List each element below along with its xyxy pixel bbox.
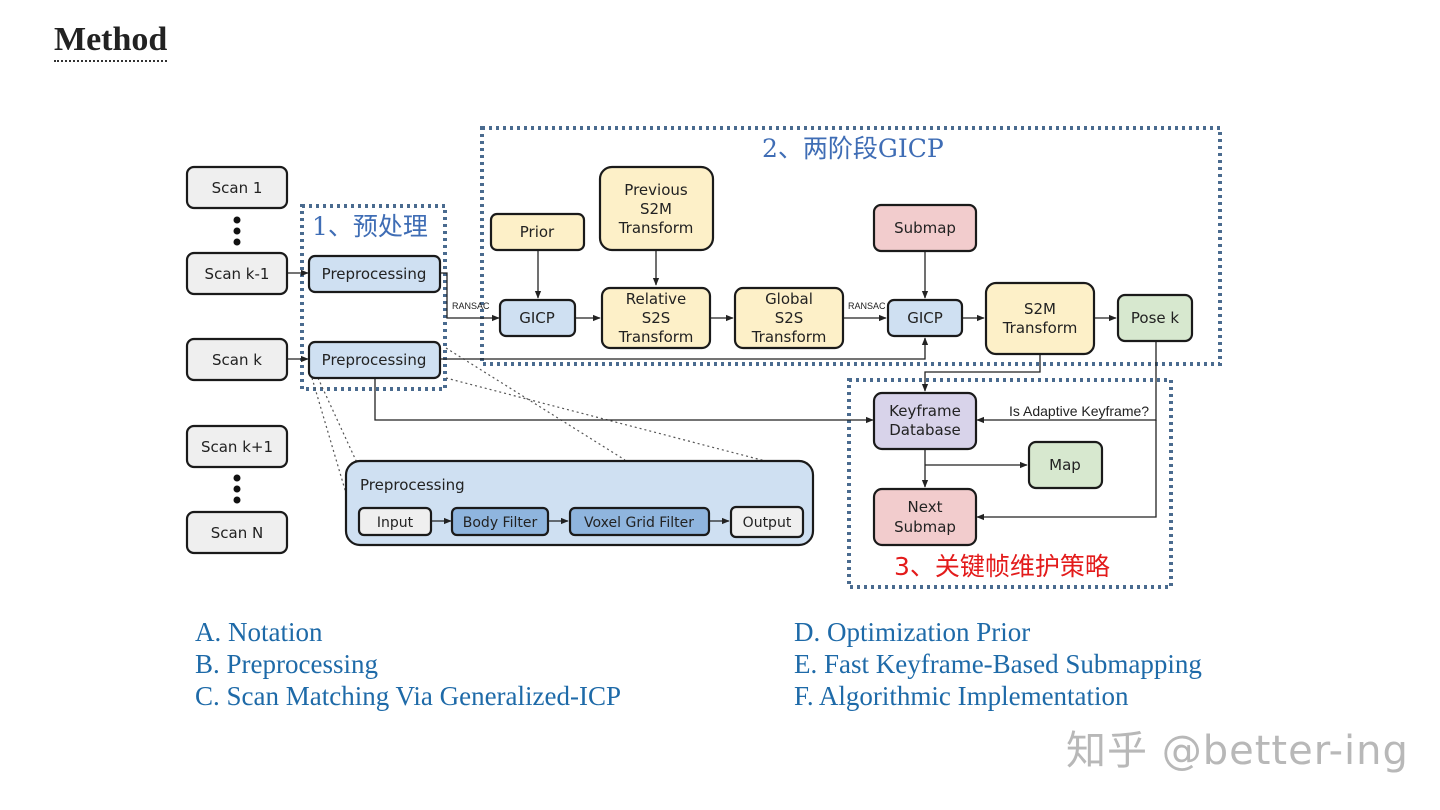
toc-right: D. Optimization Prior E. Fast Keyframe-B… [794,616,1202,712]
node-scan-k-plus-1: Scan k+1 [185,424,289,469]
svg-text:Transform: Transform [618,219,694,237]
svg-text:Database: Database [889,421,961,439]
edge-preprocessing-to-gicp-1 [441,272,500,322]
edge-preprocessing-2-to-gicp-2 [441,337,929,360]
svg-text:S2M: S2M [640,200,672,218]
toc-item-e[interactable]: E. Fast Keyframe-Based Submapping [794,649,1202,679]
svg-text:Scan 1: Scan 1 [212,179,263,197]
ellipsis-dots [233,216,241,246]
svg-text:Relative: Relative [626,290,687,308]
zoom-line [445,347,626,461]
svg-text:Preprocessing: Preprocessing [322,351,427,369]
step-input: Input [357,506,433,537]
svg-text:Transform: Transform [618,328,694,346]
svg-text:GICP: GICP [907,309,943,327]
ransac-label-1: RANSAC [452,301,490,311]
svg-text:Output: Output [743,515,792,531]
slide-title: Method [54,20,168,62]
svg-text:Prior: Prior [520,223,555,241]
node-relative-s2s-transform: Relative S2S Transform [600,286,712,350]
svg-text:Transform: Transform [751,328,827,346]
node-scan-1: Scan 1 [185,165,289,210]
region-label-keyframe-strategy: 3、关键帧维护策略 [894,552,1110,581]
toc-left: A. Notation B. Preprocessing C. Scan Mat… [195,616,621,712]
svg-text:Submap: Submap [894,219,956,237]
node-preprocessing-2: Preprocessing [307,340,442,380]
node-s2m-transform: S2M Transform [984,281,1096,356]
node-map: Map [1027,440,1104,490]
node-scan-k-1: Scan k-1 [185,251,289,296]
zoom-line [317,377,359,466]
zoom-line [311,377,349,501]
zoom-line [445,377,801,471]
svg-text:Transform: Transform [1002,319,1078,337]
edge-s2m-to-keyframe-db [921,355,1041,392]
svg-text:Scan k-1: Scan k-1 [205,265,270,283]
node-global-s2s-transform: Global S2S Transform [733,286,845,350]
preprocessing-detail-panel: Preprocessing Input Body Filter Voxel Gr… [344,459,815,547]
svg-text:Keyframe: Keyframe [889,402,961,420]
step-body-filter: Body Filter [450,506,550,537]
svg-text:Voxel Grid Filter: Voxel Grid Filter [584,515,694,531]
svg-text:S2S: S2S [642,309,671,327]
svg-text:Input: Input [377,515,414,531]
toc-item-a[interactable]: A. Notation [195,617,323,647]
region-preprocessing [300,204,447,391]
edge-pose-to-next-submap [976,420,1157,521]
node-submap: Submap [872,203,978,253]
edge-preprocessing-2-to-keyframe-db [374,378,874,424]
region-label-preprocessing: 1、预处理 [312,212,428,241]
step-output: Output [729,505,805,539]
svg-text:S2M: S2M [1024,300,1056,318]
svg-text:Next: Next [908,498,943,516]
node-preprocessing-1: Preprocessing [307,254,442,294]
svg-text:Global: Global [765,290,813,308]
svg-text:S2S: S2S [775,309,804,327]
region-label-two-stage-gicp: 2、两阶段GICP [762,134,944,163]
node-previous-s2m-transform: Previous S2M Transform [598,165,715,252]
svg-text:Preprocessing: Preprocessing [360,476,465,494]
node-scan-k: Scan k [185,337,289,382]
svg-text:Scan k+1: Scan k+1 [201,438,273,456]
node-scan-n: Scan N [185,510,289,555]
svg-text:GICP: GICP [519,309,555,327]
toc-item-f[interactable]: F. Algorithmic Implementation [794,681,1129,711]
toc-item-d[interactable]: D. Optimization Prior [794,617,1031,647]
toc-item-b[interactable]: B. Preprocessing [195,649,378,679]
svg-text:Preprocessing: Preprocessing [322,265,427,283]
region-keyframe-strategy [847,378,1173,589]
svg-text:Body Filter: Body Filter [463,515,538,531]
svg-text:Scan k: Scan k [212,351,262,369]
node-keyframe-database: Keyframe Database [872,391,978,451]
svg-text:Pose k: Pose k [1131,309,1179,327]
svg-text:Map: Map [1049,456,1081,474]
node-pose-k: Pose k [1116,293,1194,343]
watermark: 知乎 @better-ing [1066,728,1409,774]
toc-item-c[interactable]: C. Scan Matching Via Generalized-ICP [195,681,622,711]
node-gicp-1: GICP [498,298,577,338]
svg-text:Previous: Previous [624,181,688,199]
step-voxel-grid-filter: Voxel Grid Filter [568,506,711,537]
svg-text:Scan N: Scan N [211,524,263,542]
region-two-stage-gicp [480,126,1222,366]
node-prior: Prior [489,212,586,252]
adaptive-keyframe-label: Is Adaptive Keyframe? [1009,403,1149,419]
svg-text:Submap: Submap [894,518,956,536]
node-next-submap: Next Submap [872,487,978,547]
ellipsis-dots [233,474,241,504]
ransac-label-2: RANSAC [848,301,886,311]
node-gicp-2: GICP [886,298,964,338]
